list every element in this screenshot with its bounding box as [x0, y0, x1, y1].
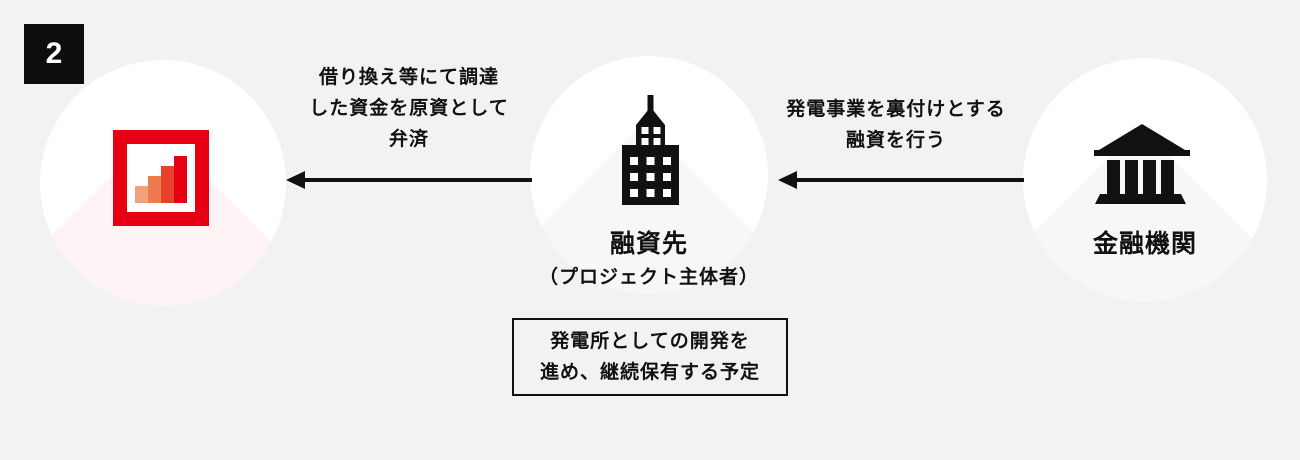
financing-arrow-caption: 発電事業を裏付けとする 融資を行う	[786, 99, 1006, 151]
office-building-icon	[613, 95, 688, 205]
node-label-financial-institution: 金融機関	[1092, 230, 1197, 258]
repayment-arrow-caption: 借り換え等にて調達 した資金を原資として 弁済	[309, 67, 509, 150]
bar-chart-growth-icon	[113, 130, 209, 226]
node-sublabel-loan-recipient: （プロジェクト主体者）	[538, 267, 759, 288]
financing-arrow	[778, 168, 1024, 192]
arrow-shaft	[302, 178, 532, 182]
step-number-badge: 2	[24, 24, 84, 84]
development-note-text: 発電所としての開発を 進め、継続保有する予定	[539, 331, 760, 383]
arrow-shaft	[794, 178, 1024, 182]
arrow-head-left-icon	[778, 171, 797, 189]
arrow-head-left-icon	[286, 171, 305, 189]
bank-icon	[1090, 120, 1194, 204]
repayment-arrow	[286, 168, 532, 192]
development-note-box: 発電所としての開発を 進め、継続保有する予定	[512, 318, 788, 396]
node-label-loan-recipient: 融資先	[609, 230, 688, 258]
